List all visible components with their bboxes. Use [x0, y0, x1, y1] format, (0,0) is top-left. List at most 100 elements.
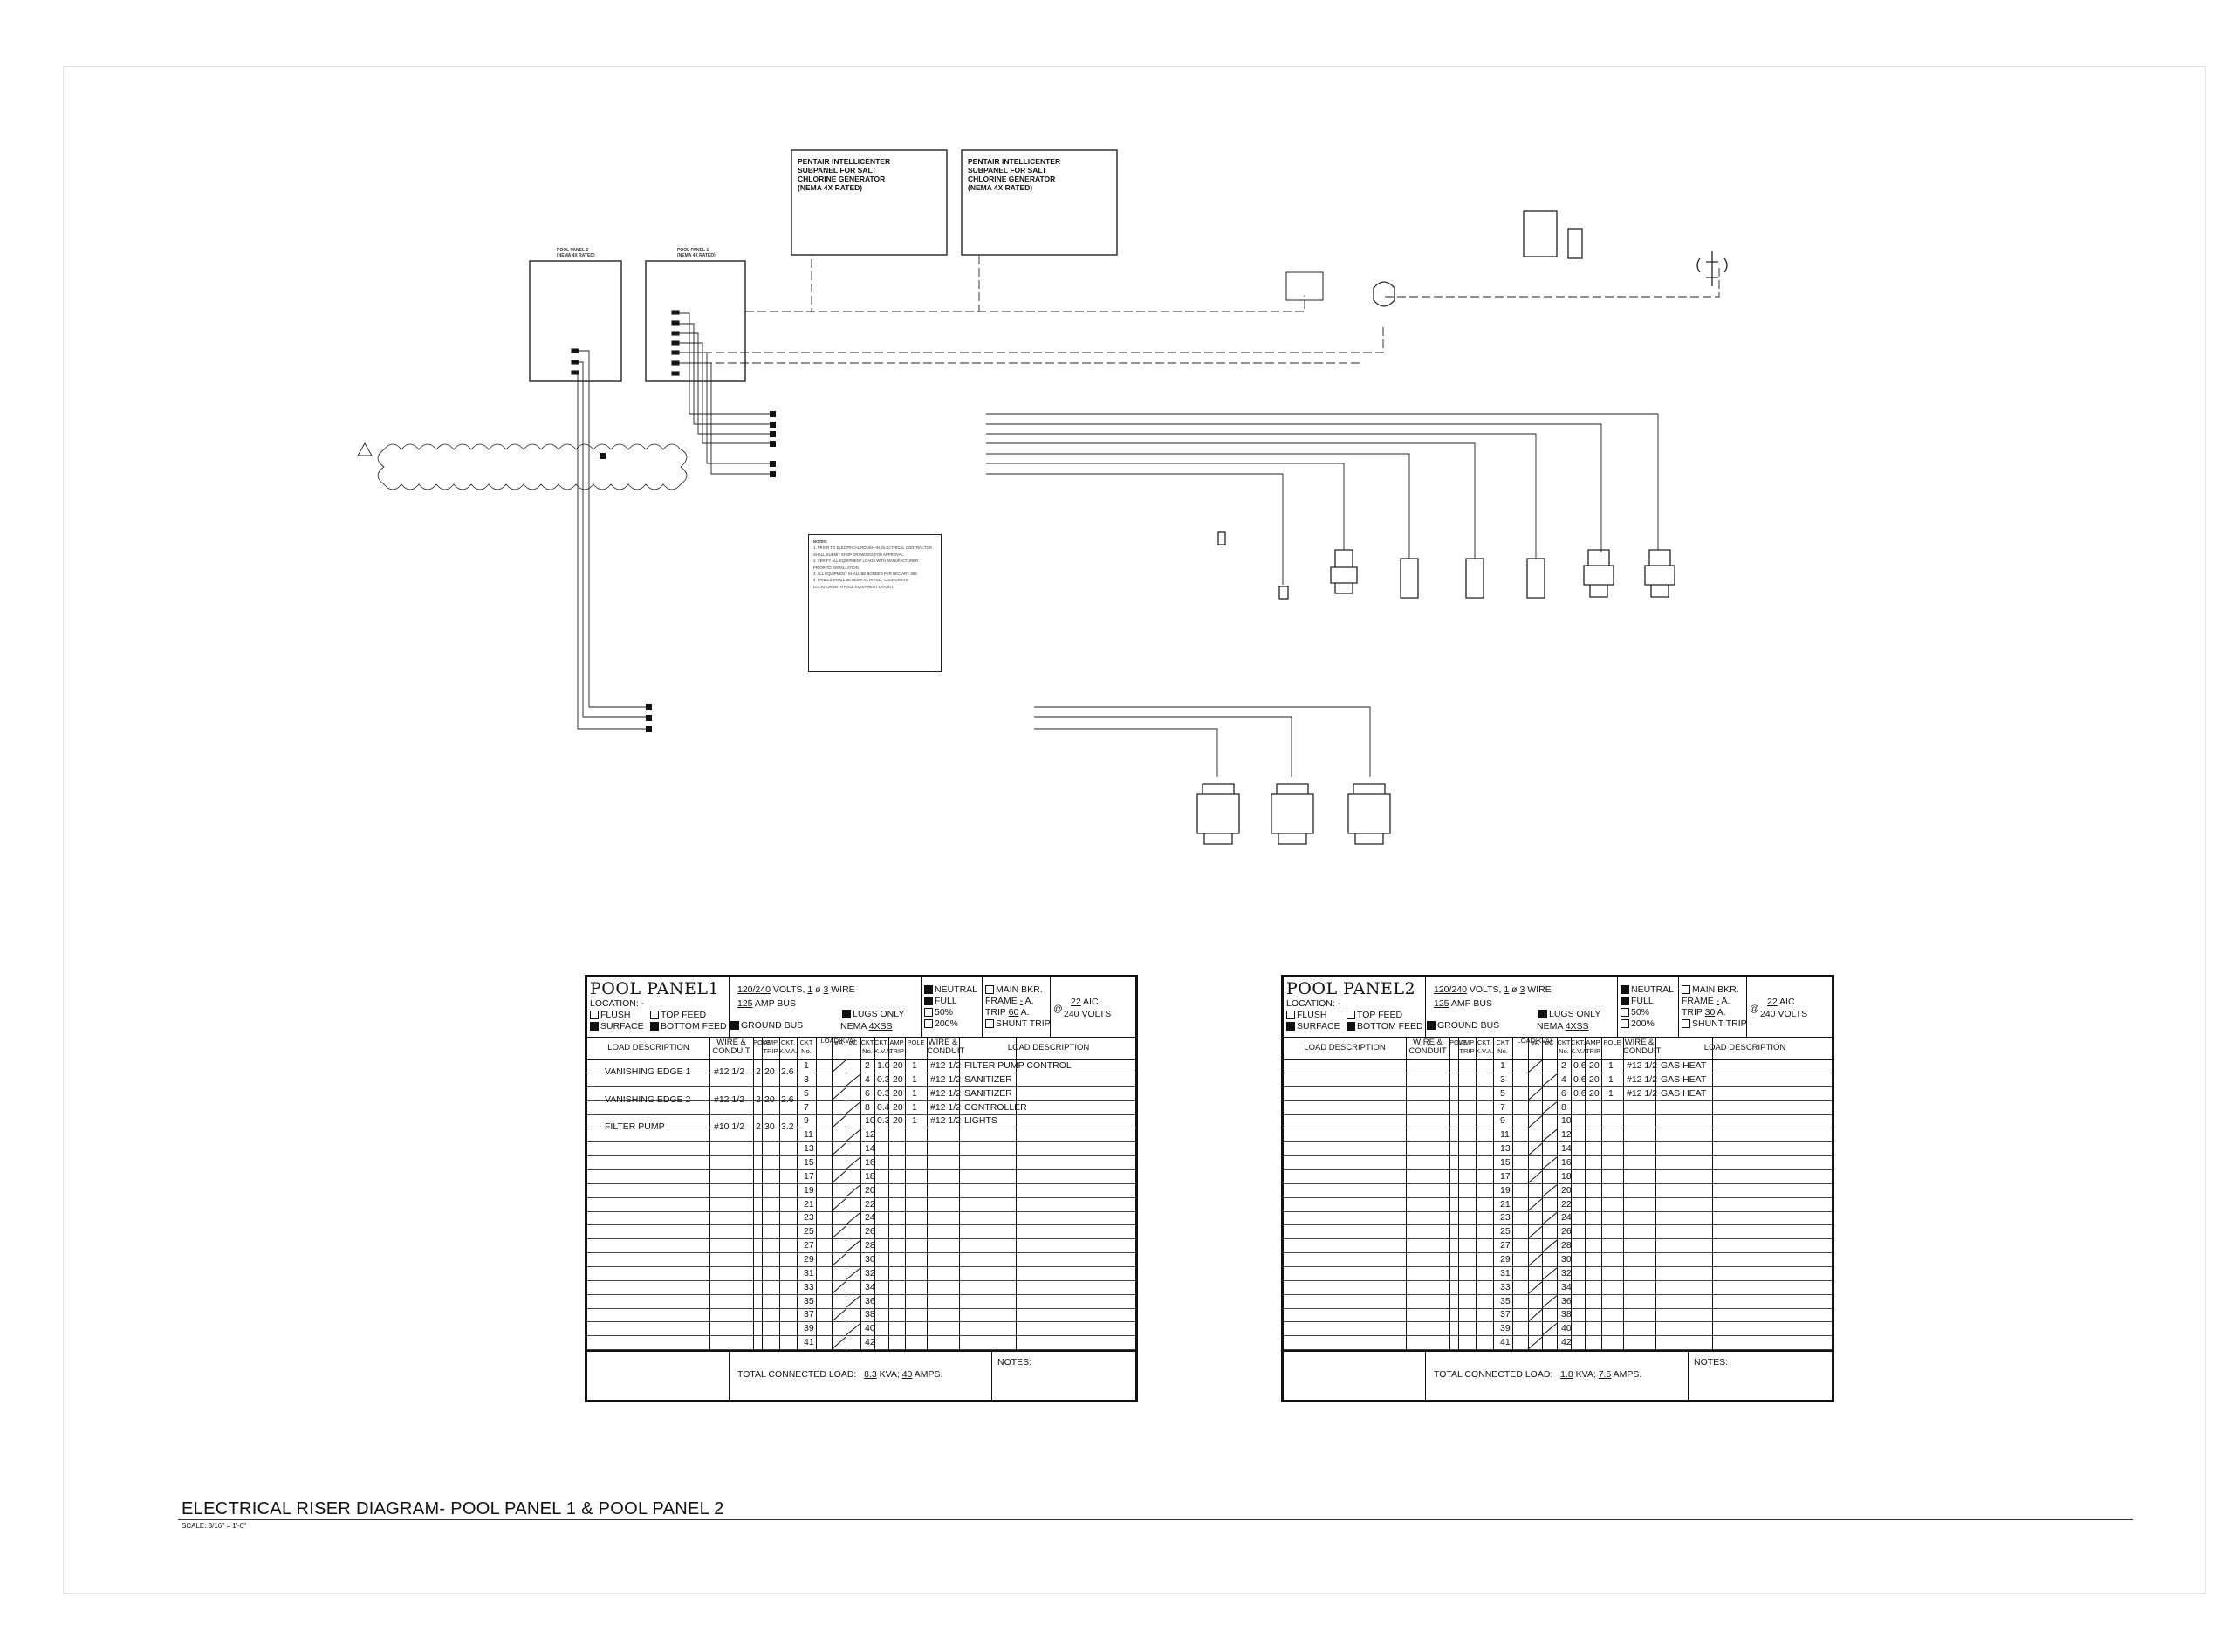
- circuit-number-odd: 25: [804, 1226, 814, 1237]
- circuit-number-odd: 29: [804, 1254, 814, 1265]
- circuit-number-odd: 11: [804, 1129, 813, 1141]
- right-load-amp: 20: [893, 1073, 903, 1085]
- total-amps: 7.5: [1598, 1369, 1612, 1380]
- circuit-number-even: 4: [865, 1073, 870, 1085]
- circuit-number-even: 14: [865, 1143, 875, 1155]
- circuit-number-odd: 7: [804, 1101, 809, 1113]
- total-amps: 40: [901, 1369, 913, 1380]
- circuit-number-odd: 31: [1500, 1267, 1511, 1278]
- circuit-number-even: 30: [865, 1254, 875, 1265]
- circuit-number-even: 4: [1561, 1073, 1566, 1085]
- left-load-kva: 2.6: [781, 1066, 794, 1077]
- right-load-description: CONTROLLER: [964, 1101, 1027, 1113]
- circuit-number-even: 22: [1561, 1198, 1572, 1210]
- circuit-number-odd: 3: [1500, 1073, 1505, 1085]
- circuit-number-even: 26: [1561, 1226, 1572, 1237]
- column-header: WIRE & CONDUIT: [712, 1038, 750, 1056]
- column-header: POLE: [907, 1038, 925, 1046]
- load-kva-slashes: [1527, 1059, 1557, 1350]
- circuit-row: 31 32: [1284, 1267, 1832, 1281]
- left-load-pole: 2: [756, 1066, 761, 1077]
- circuit-number-even: 42: [865, 1337, 875, 1348]
- column-header: AMP TRIP: [888, 1038, 905, 1055]
- right-load-wire: #12 1/2: [930, 1060, 962, 1071]
- circuit-number-odd: 21: [1500, 1198, 1511, 1210]
- column-header: LOAD DESCRIPTION: [607, 1043, 689, 1052]
- circuit-number-even: 10: [865, 1115, 875, 1127]
- right-load-wire: #12 1/2: [1627, 1073, 1658, 1085]
- circuit-row: 7 8: [587, 1101, 1135, 1115]
- circuit-number-even: 24: [1561, 1212, 1572, 1224]
- circuit-number-odd: 41: [1500, 1337, 1511, 1348]
- circuit-row: 7 8: [1284, 1101, 1832, 1115]
- circuit-number-odd: 29: [1500, 1254, 1511, 1265]
- column-header: CKT. K.V.A.: [779, 1038, 798, 1055]
- circuit-number-even: 32: [865, 1267, 875, 1278]
- circuit-number-even: 12: [865, 1129, 875, 1141]
- total-connected-load: TOTAL CONNECTED LOAD: 1.8 KVA; 7.5 AMPS.: [1434, 1369, 1642, 1380]
- right-load-amp: 20: [893, 1087, 903, 1099]
- column-header: AMP TRIP: [1585, 1038, 1601, 1055]
- circuit-number-odd: 33: [1500, 1281, 1511, 1292]
- circuit-number-odd: 1: [1500, 1060, 1505, 1071]
- right-load-amp: 20: [893, 1060, 903, 1071]
- circuit-number-odd: 25: [1500, 1226, 1511, 1237]
- circuit-number-odd: 37: [804, 1309, 814, 1320]
- column-header: CKT No.: [1496, 1038, 1510, 1055]
- circuit-number-odd: 39: [1500, 1323, 1511, 1334]
- right-load-pole: 1: [1608, 1073, 1614, 1085]
- column-header: POLE: [1603, 1038, 1621, 1046]
- right-load-wire: #12 1/2: [930, 1101, 962, 1113]
- right-load-amp: 20: [893, 1115, 903, 1127]
- circuit-number-even: 42: [1561, 1337, 1572, 1348]
- circuit-number-odd: 5: [804, 1087, 809, 1099]
- circuit-number-odd: 27: [804, 1240, 814, 1251]
- circuit-row: 29 30: [1284, 1253, 1832, 1268]
- right-load-amp: 20: [1589, 1087, 1600, 1099]
- schedule-footer: TOTAL CONNECTED LOAD: 8.3 KVA; 40 AMPS. …: [587, 1350, 1135, 1402]
- panel-name: POOL PANEL2: [1286, 979, 1416, 998]
- column-header: CKT No.: [799, 1038, 813, 1055]
- circuit-row: 37 38: [1284, 1308, 1832, 1323]
- right-load-kva: 0.3: [877, 1073, 890, 1085]
- circuit-row: 27 28: [1284, 1239, 1832, 1254]
- column-header: AMP TRIP: [763, 1038, 778, 1055]
- circuit-row: 11 12: [587, 1128, 1135, 1143]
- right-load-pole: 1: [1608, 1060, 1614, 1071]
- circuit-row: 21 22: [1284, 1198, 1832, 1212]
- circuit-number-odd: 21: [804, 1198, 814, 1210]
- circuit-row: 5 6: [1284, 1087, 1832, 1101]
- circuit-row: 17 18: [587, 1170, 1135, 1184]
- circuit-number-even: 6: [1561, 1087, 1566, 1099]
- circuit-number-odd: 13: [804, 1143, 814, 1155]
- circuit-row: 33 34: [587, 1281, 1135, 1295]
- left-load-description: FILTER PUMP: [605, 1121, 665, 1133]
- total-connected-load: TOTAL CONNECTED LOAD: 8.3 KVA; 40 AMPS.: [737, 1369, 943, 1380]
- circuit-row: 37 38: [587, 1308, 1135, 1323]
- circuit-number-even: 18: [1561, 1170, 1572, 1182]
- column-header: WIRE & CONDUIT: [927, 1038, 965, 1056]
- circuit-number-even: 8: [865, 1101, 870, 1113]
- circuit-number-odd: 9: [804, 1115, 809, 1127]
- circuit-row: 1 2: [1284, 1059, 1832, 1073]
- column-header: LOAD(KVA): [1517, 1037, 1552, 1045]
- pool-panel-2-schedule: POOL PANEL2 LOCATION: - FLUSH TOP FEED S…: [1281, 975, 1834, 1402]
- right-load-description: SANITIZER: [964, 1073, 1012, 1085]
- circuit-number-even: 20: [1561, 1184, 1572, 1196]
- right-load-description: FILTER PUMP CONTROL: [964, 1060, 1072, 1071]
- circuit-row: 29 30: [587, 1253, 1135, 1268]
- left-load-pole: 2: [756, 1121, 761, 1133]
- right-load-description: SANITIZER: [964, 1087, 1012, 1099]
- right-load-wire: #12 1/2: [930, 1115, 962, 1127]
- circuit-number-odd: 19: [804, 1184, 814, 1196]
- circuit-number-even: 16: [865, 1157, 875, 1169]
- circuit-row: 23 24: [587, 1211, 1135, 1226]
- circuit-number-even: 26: [865, 1226, 875, 1237]
- right-load-amp: 20: [1589, 1060, 1600, 1071]
- left-load-wire: #12 1/2: [714, 1066, 745, 1077]
- pool-panel-1-enclosure-label: POOL PANEL 1 (NEMA 4X RATED): [677, 248, 716, 258]
- total-kva: 8.3: [864, 1369, 877, 1380]
